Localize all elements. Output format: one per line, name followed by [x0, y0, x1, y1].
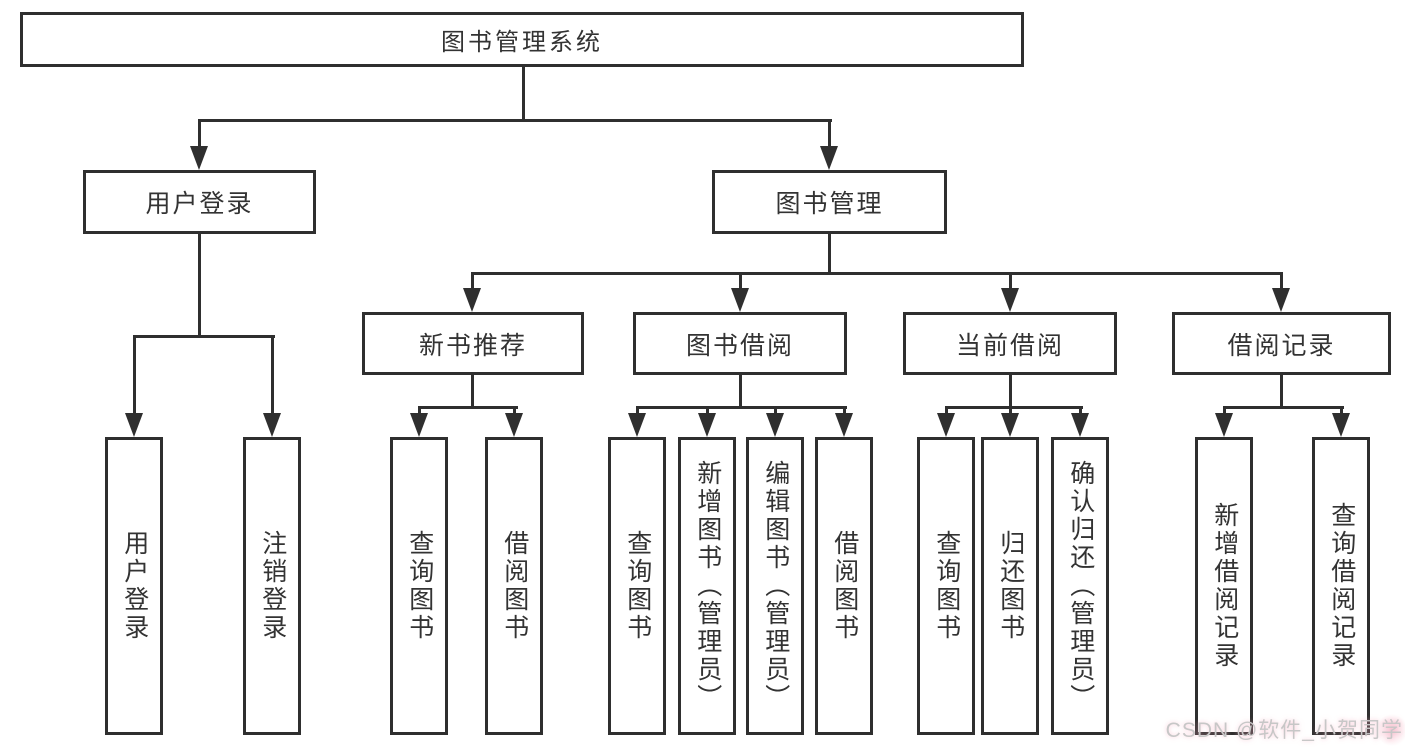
arrowhead [1001, 413, 1019, 437]
arrowhead [766, 413, 784, 437]
arrowhead [1071, 413, 1089, 437]
connector-line [705, 406, 709, 418]
node-user-login-label: 用户登录 [145, 190, 254, 218]
node-current-borrow: 当前借阅 [903, 312, 1117, 375]
arrowhead [263, 413, 281, 437]
node-root: 图书管理系统 [20, 12, 1024, 67]
connector-line [1008, 406, 1012, 418]
arrowhead [937, 413, 955, 437]
connector-line [1222, 406, 1226, 418]
leaf-query-book-3: 查询图书 [917, 437, 975, 735]
arrowhead [1215, 413, 1233, 437]
connector-line [270, 335, 274, 418]
connector-line [842, 406, 846, 418]
leaf-confirm-return-label: 确认归还（管理员） [1066, 460, 1095, 712]
leaf-edit-book-label: 编辑图书（管理员） [761, 460, 790, 712]
arrowhead [820, 146, 838, 170]
connector-line [1279, 375, 1283, 408]
leaf-add-book-label: 新增图书（管理员） [693, 460, 722, 712]
leaf-add-record: 新增借阅记录 [1195, 437, 1253, 735]
connector-line [738, 273, 742, 291]
connector-line [197, 120, 201, 150]
connector-line [417, 406, 421, 418]
leaf-return-book-label: 归还图书 [996, 530, 1025, 642]
arrowhead [1272, 288, 1290, 312]
leaf-query-book-3-label: 查询图书 [932, 530, 961, 642]
connector-line [1008, 375, 1012, 408]
watermark-accent [1379, 713, 1405, 747]
connector-line [1078, 406, 1082, 418]
connector-line [1279, 273, 1283, 291]
connector-line [197, 118, 832, 122]
arrowhead [1332, 413, 1350, 437]
leaf-add-book: 新增图书（管理员） [678, 437, 736, 735]
leaf-query-book-1-label: 查询图书 [405, 530, 434, 642]
leaf-add-record-label: 新增借阅记录 [1210, 502, 1239, 670]
connector-line [1222, 405, 1344, 409]
leaf-borrow-book-2-label: 借阅图书 [830, 530, 859, 642]
connector-line [417, 405, 518, 409]
leaf-return-book: 归还图书 [981, 437, 1039, 735]
arrowhead [463, 288, 481, 312]
connector-line [521, 67, 525, 122]
connector-line [944, 405, 1083, 409]
leaf-confirm-return: 确认归还（管理员） [1051, 437, 1109, 735]
leaf-borrow-book-1: 借阅图书 [485, 437, 543, 735]
node-book-borrow-label: 图书借阅 [685, 331, 794, 360]
connector-line [470, 271, 1283, 275]
connector-line [512, 406, 516, 418]
node-root-label: 图书管理系统 [441, 29, 603, 56]
node-current-borrow-label: 当前借阅 [955, 331, 1064, 360]
leaf-query-book-2-label: 查询图书 [623, 530, 652, 642]
node-book-mgmt-label: 图书管理 [775, 190, 884, 218]
leaf-logout-label: 注销登录 [258, 530, 287, 642]
node-book-borrow: 图书借阅 [633, 312, 847, 375]
connector-line [197, 232, 201, 337]
node-user-login: 用户登录 [83, 170, 316, 234]
node-book-mgmt: 图书管理 [712, 170, 947, 234]
connector-line [470, 375, 474, 408]
node-new-book-rec-label: 新书推荐 [418, 331, 527, 360]
connector-line [1008, 273, 1012, 291]
connector-line [944, 406, 948, 418]
leaf-borrow-book-1-label: 借阅图书 [500, 530, 529, 642]
node-borrow-record-label: 借阅记录 [1227, 331, 1336, 360]
arrowhead [505, 413, 523, 437]
leaf-query-record: 查询借阅记录 [1312, 437, 1370, 735]
arrowhead [628, 413, 646, 437]
leaf-query-book-1: 查询图书 [390, 437, 448, 735]
leaf-query-record-label: 查询借阅记录 [1327, 502, 1356, 670]
connector-line [738, 375, 742, 408]
connector-line [635, 406, 639, 418]
leaf-logout: 注销登录 [243, 437, 301, 735]
arrowhead [125, 413, 143, 437]
node-borrow-record: 借阅记录 [1172, 312, 1391, 375]
leaf-user-login-label: 用户登录 [120, 530, 149, 642]
watermark: CSDN @软件_小贺同学 [1165, 719, 1403, 742]
leaf-borrow-book-2: 借阅图书 [815, 437, 873, 735]
connector-line [1339, 406, 1343, 418]
arrowhead [410, 413, 428, 437]
leaf-user-login: 用户登录 [105, 437, 163, 735]
arrowhead [190, 146, 208, 170]
connector-line [132, 334, 275, 338]
arrowhead [1001, 288, 1019, 312]
leaf-query-book-2: 查询图书 [608, 437, 666, 735]
leaf-edit-book: 编辑图书（管理员） [746, 437, 804, 735]
connector-line [827, 232, 831, 274]
node-new-book-rec: 新书推荐 [362, 312, 584, 375]
connector-line [132, 335, 136, 418]
connector-line [773, 406, 777, 418]
connector-line [827, 120, 831, 150]
arrowhead [731, 288, 749, 312]
arrowhead [835, 413, 853, 437]
connector-line [470, 273, 474, 291]
arrowhead [698, 413, 716, 437]
connector-line [635, 405, 847, 409]
